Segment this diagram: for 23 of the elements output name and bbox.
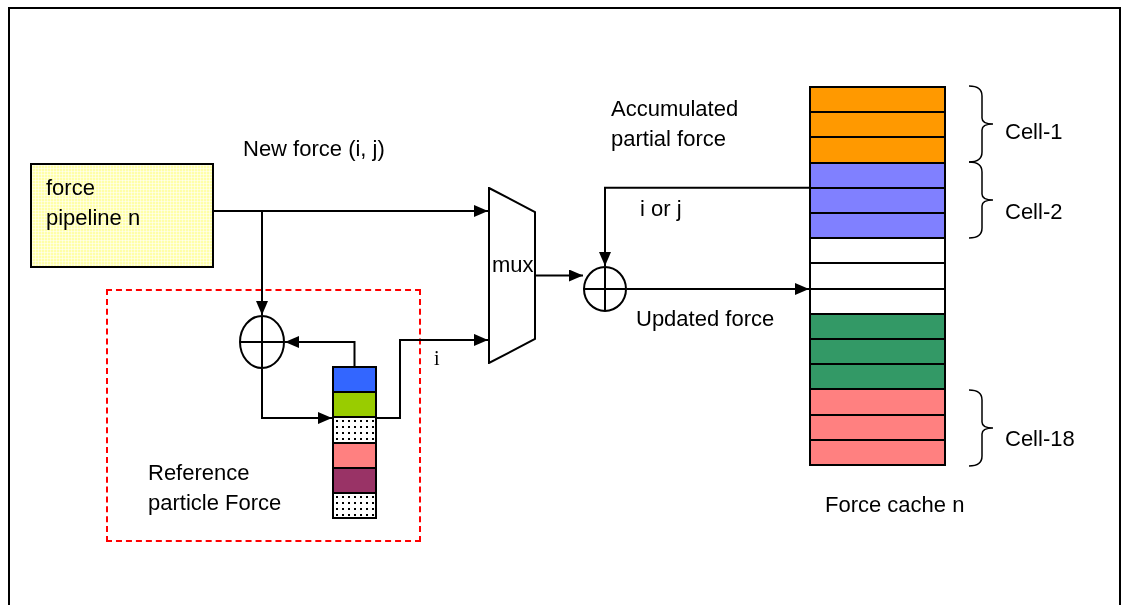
dashed-region [106, 289, 421, 542]
cell-group-label: Cell-1 [1005, 118, 1063, 146]
arrow [261, 368, 333, 424]
edge-label: New force (i, j) [243, 135, 385, 163]
process-box [30, 163, 214, 268]
register-stack [332, 366, 377, 519]
arrow [599, 186, 810, 267]
node-label: force pipeline n [46, 174, 142, 232]
mux-label: mux [492, 251, 534, 279]
cell-group-label: Cell-2 [1005, 198, 1063, 226]
edge-label: i [434, 346, 440, 371]
arrow [376, 333, 489, 419]
register-stack [809, 86, 946, 466]
edge-label: i or j [640, 195, 682, 223]
arrow [284, 336, 356, 367]
arrow [626, 283, 810, 295]
caption-text: Force cache n [825, 491, 965, 519]
arrow [213, 210, 268, 316]
arrow [535, 269, 584, 282]
node-label: Reference particle Force [148, 459, 283, 517]
edge-label: Updated force [636, 305, 775, 333]
cell-group-label: Cell-18 [1005, 425, 1075, 453]
note-text: Accumulated partial force [611, 95, 740, 153]
